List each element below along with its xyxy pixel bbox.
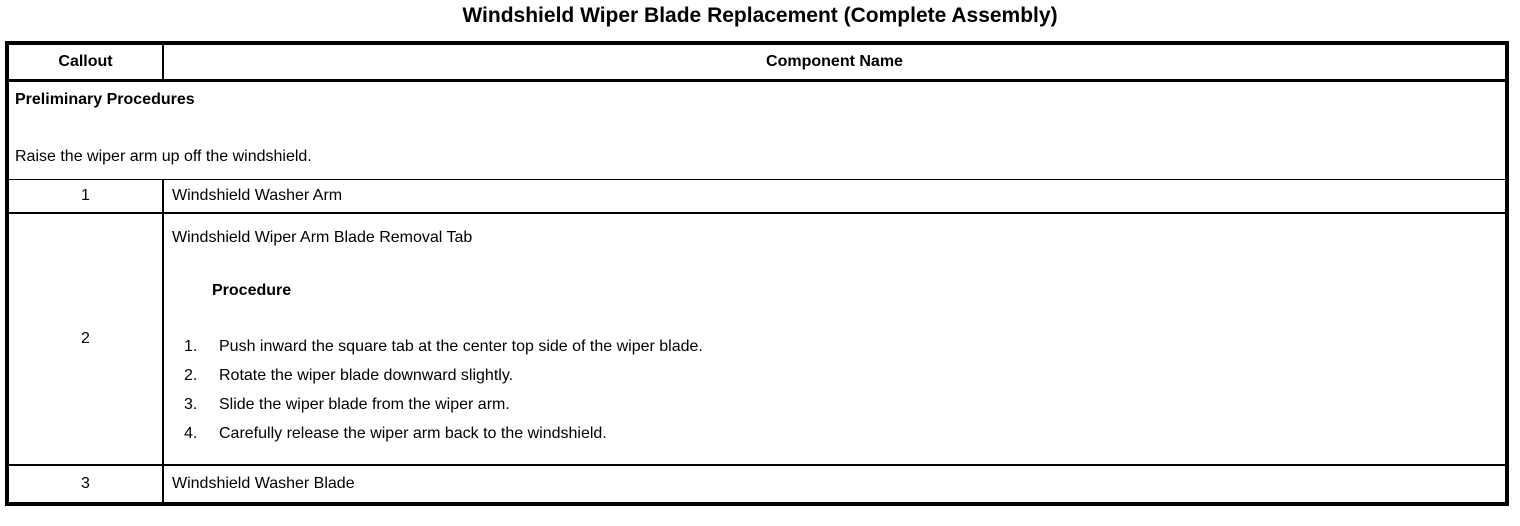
step-text: Push inward the square tab at the center…	[219, 338, 703, 355]
procedure-step-list: 1. Push inward the square tab at the cen…	[184, 332, 1495, 448]
step-text: Rotate the wiper blade downward slightly…	[219, 367, 514, 384]
step-text: Carefully release the wiper arm back to …	[219, 425, 607, 442]
component-name: Windshield Wiper Arm Blade Removal Tab	[172, 229, 473, 246]
procedure-step: 1. Push inward the square tab at the cen…	[184, 332, 1495, 361]
component-name: Windshield Washer Blade	[162, 465, 1507, 504]
callout-number: 2	[7, 213, 163, 466]
component-cell: Windshield Wiper Arm Blade Removal Tab P…	[162, 213, 1507, 466]
column-header-component: Component Name	[162, 43, 1507, 82]
callout-number: 1	[7, 179, 163, 214]
procedure-heading: Procedure	[212, 282, 292, 299]
component-name: Windshield Washer Arm	[162, 179, 1507, 214]
preliminary-procedures-cell: Preliminary Procedures Raise the wiper a…	[7, 80, 1507, 180]
callout-number: 3	[81, 475, 90, 492]
step-text: Slide the wiper blade from the wiper arm…	[219, 396, 510, 413]
table-row: 1 Windshield Washer Arm	[7, 179, 1507, 214]
column-header-callout: Callout	[7, 43, 163, 82]
preliminary-instruction: Raise the wiper arm up off the windshiel…	[15, 147, 312, 165]
step-number: 3.	[184, 396, 198, 413]
page-title: Windshield Wiper Blade Replacement (Comp…	[462, 4, 1058, 27]
table-row: 3 Windshield Washer Blade	[7, 465, 1507, 504]
step-number: 4.	[184, 425, 198, 442]
preliminary-heading: Preliminary Procedures	[15, 90, 195, 108]
step-number: 1.	[184, 338, 198, 355]
procedure-step: 4. Carefully release the wiper arm back …	[184, 419, 1495, 448]
procedure-step: 3. Slide the wiper blade from the wiper …	[184, 390, 1495, 419]
procedure-step: 2. Rotate the wiper blade downward sligh…	[184, 361, 1495, 390]
table-row: 2 Windshield Wiper Arm Blade Removal Tab…	[7, 213, 1507, 466]
preliminary-procedures-row: Preliminary Procedures Raise the wiper a…	[7, 80, 1507, 180]
component-table: Callout Component Name Preliminary Proce…	[5, 41, 1509, 506]
table-header-row: Callout Component Name	[7, 43, 1507, 82]
component-cell-content: Windshield Wiper Arm Blade Removal Tab P…	[164, 214, 1505, 464]
step-number: 2.	[184, 367, 198, 384]
